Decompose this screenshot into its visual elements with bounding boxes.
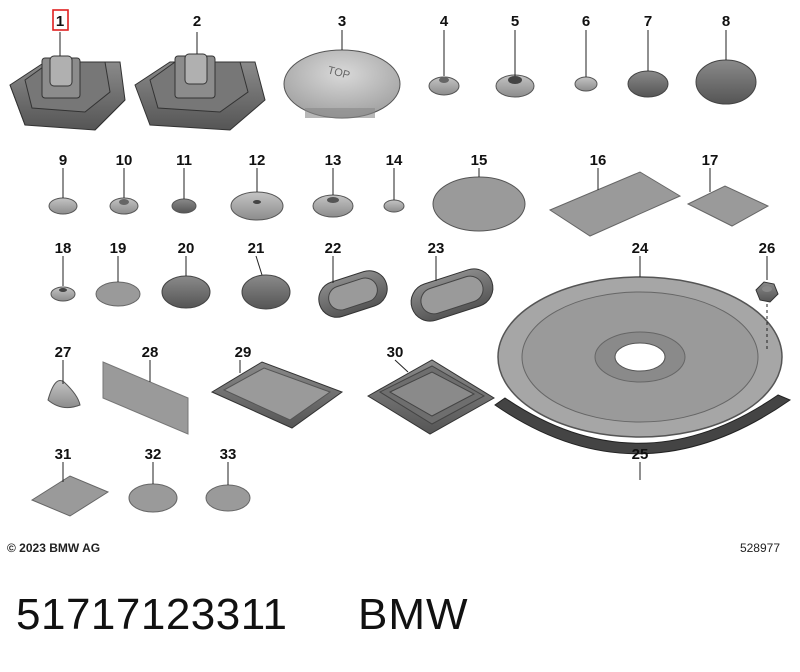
callout-29[interactable]: 29 (235, 344, 252, 361)
part-24-cover-plate[interactable] (497, 256, 783, 438)
callout-12[interactable]: 12 (249, 152, 266, 169)
part-27-clip[interactable] (47, 360, 81, 409)
callout-labels: 1 2 3 4 5 6 7 8 9 10 11 12 13 14 15 16 1… (52, 9, 776, 463)
part-32-disc[interactable] (128, 462, 178, 513)
part-31-pad[interactable] (30, 462, 110, 517)
callout-19[interactable]: 19 (110, 240, 127, 257)
callout-5[interactable]: 5 (511, 13, 519, 30)
callout-1[interactable]: 1 (56, 13, 64, 30)
part-15-disc[interactable] (432, 168, 526, 232)
part-20-plug[interactable] (161, 256, 211, 309)
part-25-seal-ring[interactable] (494, 394, 792, 480)
callout-25[interactable]: 25 (632, 446, 649, 463)
parts-diagram: TOP (9, 9, 792, 517)
callout-23[interactable]: 23 (428, 240, 445, 257)
callout-3[interactable]: 3 (338, 13, 346, 30)
callout-14[interactable]: 14 (386, 152, 403, 169)
part-13-grommet[interactable] (312, 168, 354, 218)
part-3-top-cap[interactable]: TOP (283, 30, 401, 119)
part-10-plug[interactable] (109, 168, 139, 215)
callout-33[interactable]: 33 (220, 446, 237, 463)
part-14-plug[interactable] (383, 168, 405, 213)
callout-6[interactable]: 6 (582, 13, 590, 30)
part-7-plug[interactable] (627, 30, 669, 98)
part-19-disc[interactable] (95, 256, 141, 307)
part-4-plug[interactable] (428, 30, 460, 96)
part-22-oval-plug[interactable] (314, 256, 392, 322)
callout-13[interactable]: 13 (325, 152, 342, 169)
callout-9[interactable]: 9 (59, 152, 67, 169)
part-2-jack-pad[interactable] (134, 32, 266, 131)
part-26-nut[interactable] (755, 256, 779, 352)
part-30-cover[interactable] (367, 359, 495, 435)
part-6-plug[interactable] (574, 30, 598, 92)
callout-24[interactable]: 24 (632, 240, 649, 257)
part-12-plug[interactable] (230, 168, 284, 221)
part-17-pad[interactable] (686, 168, 770, 227)
part-8-plug[interactable] (695, 30, 757, 105)
part-11-plug[interactable] (171, 168, 197, 214)
callout-11[interactable]: 11 (176, 152, 192, 169)
callout-17[interactable]: 17 (702, 152, 719, 169)
callout-8[interactable]: 8 (722, 13, 730, 30)
callout-22[interactable]: 22 (325, 240, 342, 257)
part-16-pad[interactable] (548, 168, 682, 237)
callout-7[interactable]: 7 (644, 13, 652, 30)
callout-28[interactable]: 28 (142, 344, 159, 361)
part-18-grommet[interactable] (50, 256, 76, 302)
part-5-grommet[interactable] (495, 30, 535, 98)
part-21-plug[interactable] (241, 255, 291, 310)
part-1-jack-pad[interactable] (9, 32, 126, 131)
part-9-plug[interactable] (48, 168, 78, 215)
copyright-text: © 2023 BMW AG (7, 541, 101, 555)
brand-name: BMW (358, 590, 469, 639)
callout-21[interactable]: 21 (248, 240, 265, 257)
image-id: 528977 (739, 541, 780, 555)
callout-15[interactable]: 15 (471, 152, 488, 169)
callout-27[interactable]: 27 (55, 344, 72, 361)
part-33-disc[interactable] (205, 462, 251, 512)
part-23-oval-plug[interactable] (406, 256, 498, 326)
part-28-tape[interactable] (102, 360, 189, 435)
callout-30[interactable]: 30 (387, 344, 404, 361)
cap-top-text: TOP (326, 64, 351, 81)
callout-2[interactable]: 2 (193, 13, 201, 30)
callout-20[interactable]: 20 (178, 240, 195, 257)
callout-16[interactable]: 16 (590, 152, 607, 169)
callout-26[interactable]: 26 (759, 240, 776, 257)
callout-10[interactable]: 10 (116, 152, 133, 169)
callout-18[interactable]: 18 (55, 240, 72, 257)
part-number: 51717123311 (16, 590, 288, 639)
part-29-cover[interactable] (210, 360, 344, 429)
callout-31[interactable]: 31 (55, 446, 72, 463)
callout-32[interactable]: 32 (145, 446, 162, 463)
callout-4[interactable]: 4 (440, 13, 449, 30)
callout-1-highlight-box (52, 9, 69, 31)
